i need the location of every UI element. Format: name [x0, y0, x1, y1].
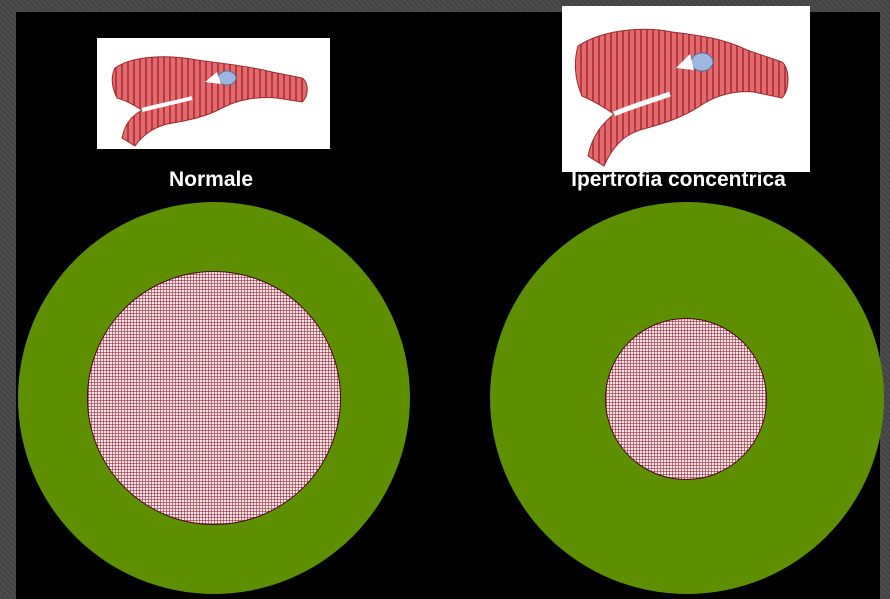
- cardiomyocyte-hypertrophic-image: [562, 6, 810, 172]
- cardiomyocyte-normal-image: [97, 38, 330, 149]
- slide-canvas: Normale Ipertrofia concentrica: [16, 12, 880, 599]
- caption-normal: Normale: [146, 168, 276, 192]
- ventricle-lumen-hypertrophic: [605, 318, 767, 480]
- ventricle-lumen-normal: [87, 271, 341, 525]
- caption-concentric-hypertrophy: Ipertrofia concentrica: [536, 168, 821, 192]
